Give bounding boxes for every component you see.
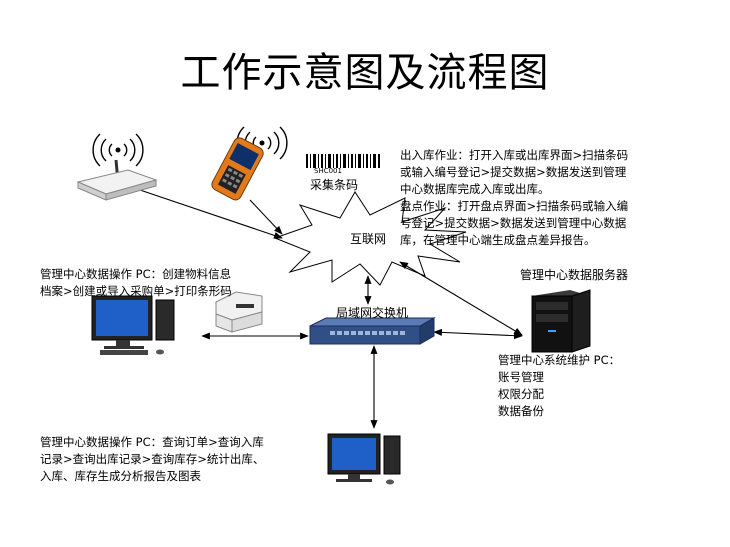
internet-label: 互联网: [350, 232, 387, 246]
pc-computer-icon: [91, 295, 175, 355]
server-tower-icon: [531, 289, 591, 353]
wireless-router-icon: [76, 159, 158, 201]
switch-label: 局域网交换机: [336, 306, 409, 320]
barcode-label: 采集条码: [310, 178, 359, 192]
network-switch-icon: [309, 317, 436, 345]
wifi-signal-icon: [92, 133, 144, 167]
handheld-scanner-icon: [211, 137, 264, 201]
barcode-number: SHC001: [314, 167, 342, 175]
io-operation-text: 出入库作业：打开入库或出库界面>扫描条码 或输入编号登记>提交数据>数据发送到管…: [400, 148, 629, 247]
pc1-description-text: 管理中心数据操作 PC：创建物料信息 档案>创建或导入采购单>打印条形码: [40, 267, 232, 298]
connection-arrows: [139, 189, 523, 429]
page-title: 工作示意图及流程图: [180, 50, 550, 96]
barcode-graphic: [306, 154, 380, 168]
server-label: 管理中心数据服务器: [520, 268, 629, 282]
pc3-description-text: 管理中心数据操作 PC：查询订单>查询入库 记录>查询出库记录>查询库存>统计出…: [40, 435, 265, 483]
label-printer-icon: [215, 291, 263, 333]
maintenance-pc-text: 管理中心系统维护 PC： 账号管理 权限分配 数据备份: [498, 353, 621, 418]
pc-computer-icon: [327, 433, 401, 485]
